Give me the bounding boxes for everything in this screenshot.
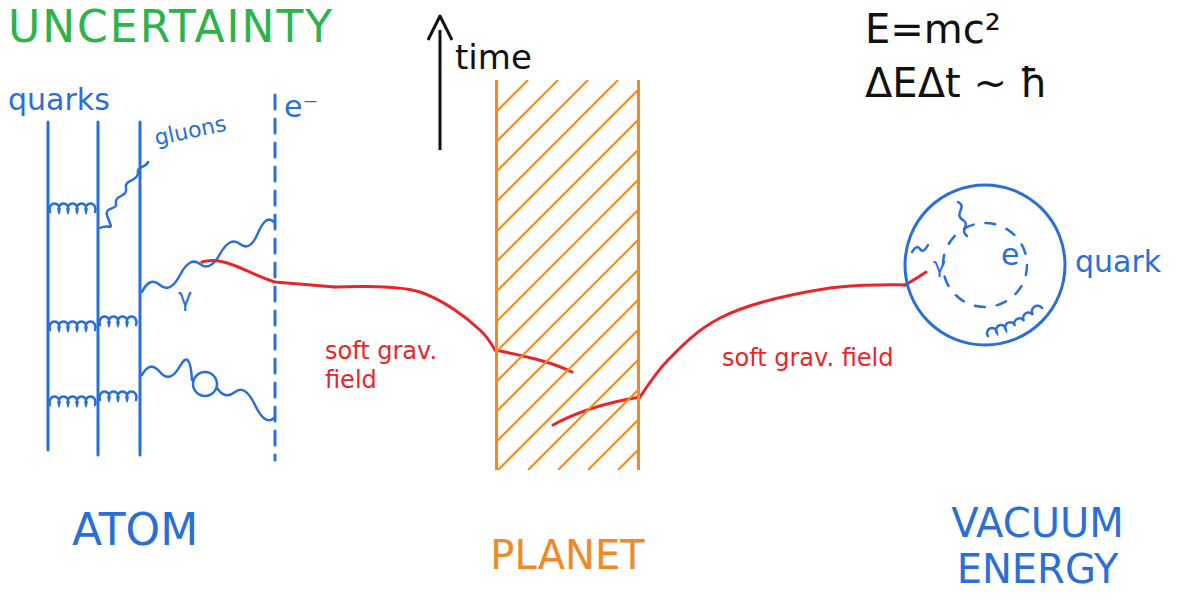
gluon-spring bbox=[100, 316, 137, 325]
virtual-loop bbox=[193, 372, 217, 396]
edge-label-box: soft grav. field bbox=[325, 337, 495, 395]
part-name: gluons bbox=[152, 111, 229, 151]
field-line bbox=[640, 285, 908, 397]
time-arrow bbox=[428, 16, 452, 150]
gluon-spring bbox=[50, 321, 96, 330]
part-name: quark bbox=[1075, 245, 1161, 280]
hatch-line bbox=[528, 80, 637, 470]
time-axis bbox=[439, 30, 442, 150]
field-stub bbox=[202, 261, 335, 287]
region-heading: PLANET bbox=[490, 532, 644, 578]
photon-wave bbox=[142, 360, 192, 380]
quark-line bbox=[97, 122, 100, 455]
title: UNCERTAINTY bbox=[8, 2, 334, 53]
axis-label: time bbox=[455, 38, 532, 77]
gluon-curl bbox=[100, 162, 148, 228]
hatch-line bbox=[558, 80, 637, 470]
quark-circle: γequark bbox=[903, 183, 1067, 347]
photon-wave bbox=[217, 388, 274, 420]
photon-squiggle bbox=[958, 202, 967, 236]
equation: ΔEΔt ~ ħ bbox=[865, 60, 1047, 106]
region-heading: VACUUM ENERGY bbox=[900, 500, 1175, 592]
virtual-pair-loop bbox=[943, 223, 1027, 307]
quark-outline bbox=[905, 185, 1065, 345]
region-heading: ATOM bbox=[72, 505, 198, 556]
planet-band: PLANET bbox=[495, 80, 640, 470]
photon-wave bbox=[142, 220, 274, 292]
atom-region: quarks gluons e⁻ γATOM bbox=[0, 80, 335, 565]
hatch-line bbox=[618, 80, 637, 470]
particle-symbol: e⁻ bbox=[284, 90, 318, 125]
hatch-line bbox=[498, 80, 558, 470]
circle-outline bbox=[903, 183, 1067, 347]
arrow-head bbox=[428, 16, 452, 40]
gluon-spring bbox=[50, 396, 96, 405]
gluon-spring bbox=[987, 306, 1042, 336]
atom-worldlines bbox=[48, 95, 275, 460]
edge-label: soft grav. field bbox=[722, 344, 893, 372]
edge-label: soft grav. field bbox=[325, 337, 437, 394]
edge-label-box: soft grav. field bbox=[722, 344, 902, 373]
hatch-line bbox=[588, 80, 637, 470]
particle-symbol: γ bbox=[178, 285, 192, 313]
electron-line bbox=[274, 95, 277, 460]
vacuum-contents bbox=[912, 202, 1042, 336]
gluon-spring bbox=[50, 203, 96, 212]
field-stub bbox=[495, 350, 572, 372]
hatching bbox=[498, 80, 637, 470]
gluon-spring bbox=[100, 391, 137, 400]
equation: E=mc² bbox=[865, 6, 1001, 52]
hatch-line bbox=[498, 80, 618, 470]
particle-symbol: γ bbox=[933, 253, 946, 278]
particle-symbol: e bbox=[1001, 238, 1019, 273]
part-name: quarks bbox=[8, 83, 110, 118]
photon-wave bbox=[912, 245, 928, 252]
